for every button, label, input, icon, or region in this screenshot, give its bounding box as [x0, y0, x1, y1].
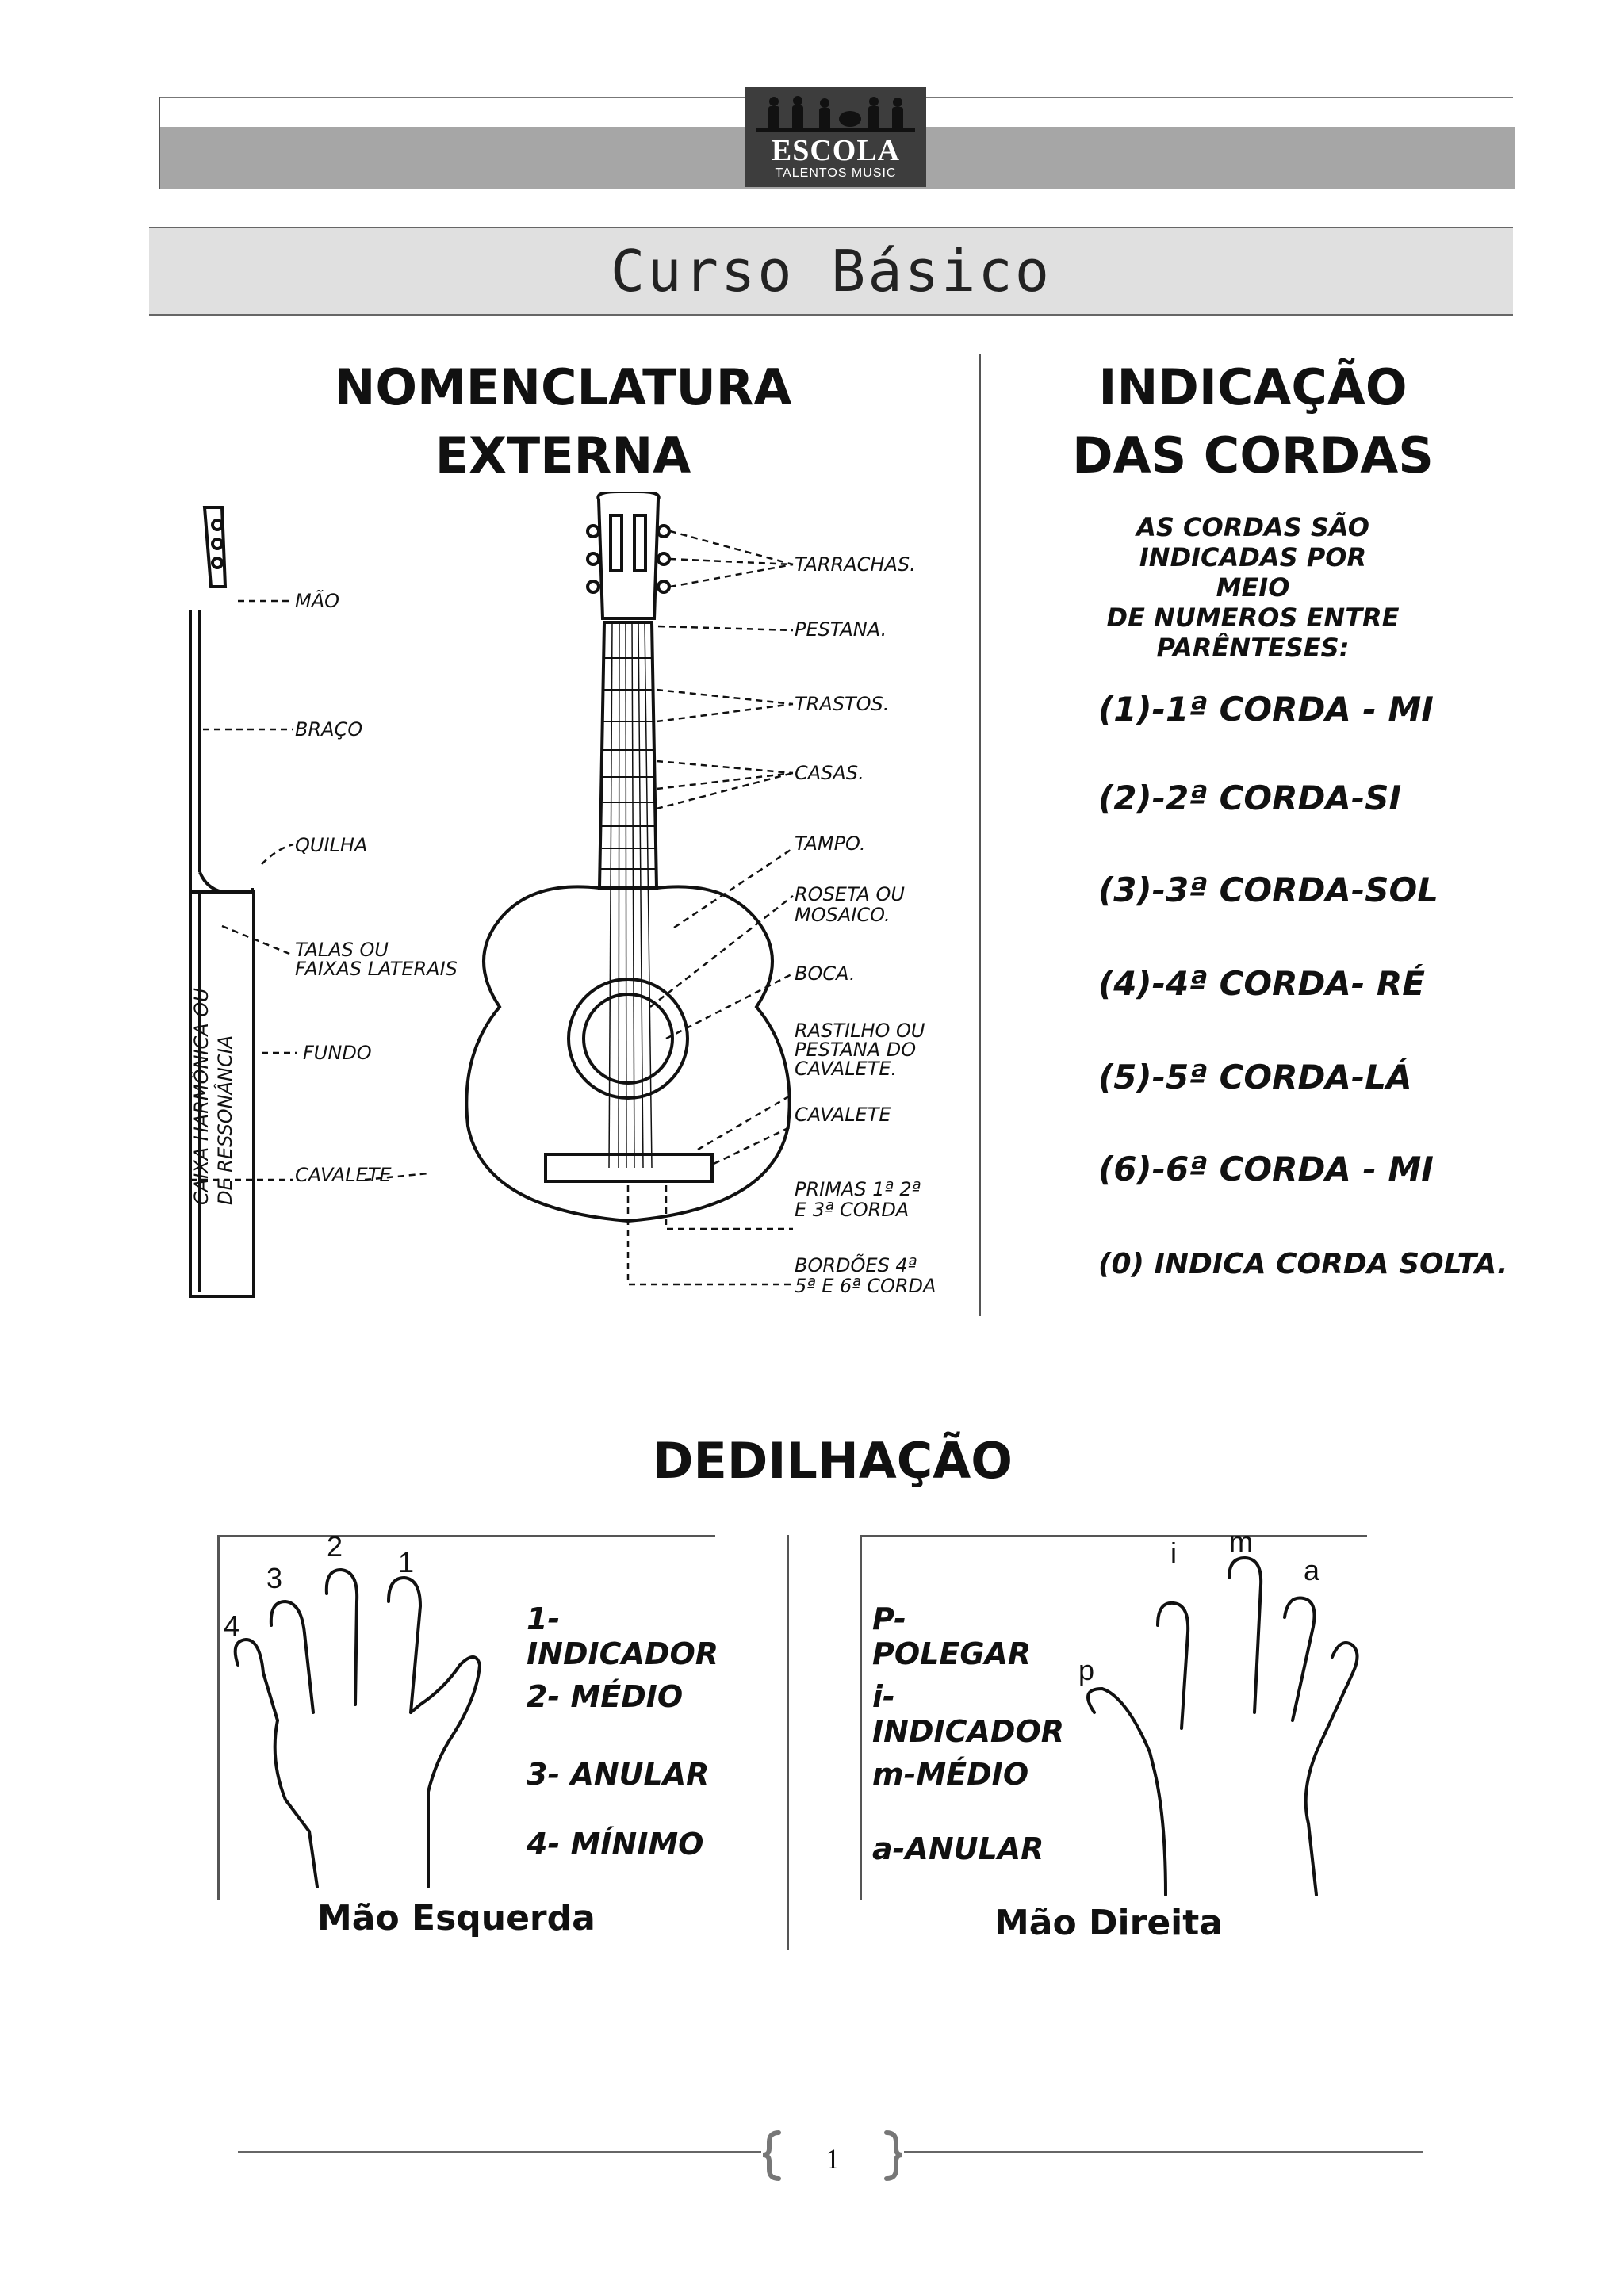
string-item: (6)-6ª CORDA - MI	[1098, 1150, 1434, 1188]
label-casas: CASAS.	[795, 762, 864, 784]
strings-intro: AS CORDAS SÃO INDICADAS POR MEIO DE NUME…	[1102, 512, 1404, 663]
label-mao: MÃO	[295, 588, 339, 612]
right-finger-letters: p i m a	[1078, 1522, 1364, 1686]
label-cavalete: CAVALETE	[795, 1104, 891, 1126]
finger-number-2: 2	[327, 1530, 343, 1563]
left-legend-item: 1- INDICADOR	[527, 1601, 719, 1671]
strings	[608, 622, 653, 1169]
left-legend-item: 3- ANULAR	[527, 1757, 710, 1792]
nomenclature-heading-line1: NOMENCLATURA	[334, 358, 792, 416]
finger-letter-m: m	[1229, 1525, 1253, 1558]
label-roseta: ROSETA OU	[795, 883, 905, 905]
label-trastos: TRASTOS.	[795, 693, 889, 715]
nomenclature-heading: NOMENCLATURA EXTERNA	[238, 354, 888, 490]
label-rastilho: RASTILHO OU	[795, 1020, 925, 1042]
label-braco: BRAÇO	[295, 718, 362, 740]
left-hand-left-rule	[217, 1535, 220, 1900]
label-pestana-do: PESTANA DO	[795, 1039, 916, 1061]
footer-right-rule	[904, 2151, 1423, 2153]
label-primas: PRIMAS 1ª 2ª	[795, 1178, 921, 1200]
right-hand-left-rule	[860, 1535, 862, 1900]
left-hand-caption: Mão Esquerda	[317, 1898, 596, 1938]
label-primas-2: E 3ª CORDA	[795, 1199, 909, 1221]
string-item: (4)-4ª CORDA- RÉ	[1098, 964, 1425, 1003]
string-item: (1)-1ª CORDA - MI	[1098, 690, 1434, 729]
body-label-line1: CAIXA HARMÔNICA OU	[189, 988, 213, 1205]
finger-number-4: 4	[224, 1609, 240, 1642]
string-item: (5)-5ª CORDA-LÁ	[1098, 1058, 1412, 1096]
strings-intro-line2: INDICADAS POR MEIO	[1139, 542, 1367, 603]
label-bordoes: BORDÕES 4ª	[795, 1253, 917, 1276]
strings-heading: INDICAÇÃO DAS CORDAS	[1023, 354, 1483, 490]
label-tarrachas: TARRACHAS.	[795, 553, 916, 576]
finger-letter-i: i	[1170, 1536, 1177, 1569]
strings-list: (1)-1ª CORDA - MI (2)-2ª CORDA-SI (3)-3ª…	[1098, 690, 1511, 1292]
finger-number-1: 1	[398, 1546, 415, 1578]
fingering-heading: DEDILHAÇÃO	[653, 1432, 1013, 1490]
right-hand-top-rule	[860, 1535, 1367, 1537]
label-boca: BOCA.	[795, 962, 856, 985]
left-hand-top-rule	[217, 1535, 715, 1537]
string-item-open: (0) INDICA CORDA SOLTA.	[1098, 1248, 1508, 1280]
finger-number-3: 3	[266, 1562, 283, 1594]
label-fundo: FUNDO	[303, 1042, 372, 1064]
footer-left-rule	[238, 2151, 761, 2153]
course-title: Curso Básico	[149, 227, 1513, 316]
label-pestana: PESTANA.	[795, 618, 887, 641]
right-legend-item: a-ANULAR	[872, 1831, 1044, 1866]
label-tampo: TAMPO.	[795, 832, 866, 855]
logo-subtitle: TALENTOS MUSIC	[775, 166, 897, 180]
strings-intro-line4: PARÊNTESES:	[1156, 633, 1350, 663]
school-logo: ESCOLA TALENTOS MUSIC	[745, 87, 926, 187]
guitar-side-view	[189, 506, 255, 1298]
right-legend-item: m-MÉDIO	[872, 1757, 1029, 1792]
finger-letter-a: a	[1304, 1554, 1320, 1586]
label-cavalete-side: CAVALETE	[295, 1164, 392, 1186]
body-label-line2: DE RESSONÂNCIA	[213, 1035, 236, 1205]
string-item: (2)-2ª CORDA-SI	[1098, 779, 1402, 817]
left-legend-item: 4- MÍNIMO	[527, 1827, 704, 1862]
page-number: 1	[825, 2143, 840, 2175]
strings-intro-line3: DE NUMEROS ENTRE	[1106, 603, 1400, 633]
page-number-brackets	[762, 2130, 903, 2181]
nomenclature-heading-line2: EXTERNA	[435, 427, 691, 484]
label-bordoes-2: 5ª E 6ª CORDA	[795, 1275, 936, 1297]
band-silhouette-icon	[756, 96, 915, 132]
left-hand-drawing	[233, 1567, 482, 1888]
logo-name: ESCOLA	[771, 134, 901, 167]
section-divider	[979, 354, 981, 1316]
label-quilha: QUILHA	[295, 834, 367, 856]
label-mosaico: MOSAICO.	[795, 904, 891, 926]
label-talas: TALAS OU	[295, 939, 389, 961]
right-legend-item: i-INDICADOR	[872, 1679, 1065, 1749]
right-legend-item: P-POLEGAR	[872, 1601, 1032, 1671]
label-cavalete-dot: CAVALETE.	[795, 1058, 897, 1080]
finger-letter-p: p	[1078, 1654, 1095, 1686]
left-legend-item: 2- MÉDIO	[527, 1679, 684, 1714]
strings-heading-line2: DAS CORDAS	[1072, 427, 1434, 484]
label-faixas: FAIXAS LATERAIS	[295, 958, 458, 980]
left-finger-numbers: 4 3 2 1	[222, 1530, 428, 1642]
hands-divider	[787, 1535, 789, 1950]
left-hand-legend: 1- INDICADOR 2- MÉDIO 3- ANULAR 4- MÍNIM…	[527, 1601, 719, 1871]
guitar-front-view	[465, 492, 791, 1223]
strings-intro-line1: AS CORDAS SÃO	[1136, 512, 1369, 542]
right-hand-legend: P-POLEGAR i-INDICADOR m-MÉDIO a-ANULAR	[872, 1601, 1065, 1871]
right-hand-drawing	[1086, 1556, 1359, 1896]
guitar-diagram: CAIXA HARMÔNICA OU DE RESSONÂNCIA MÃO BR…	[189, 492, 936, 1298]
strings-heading-line1: INDICAÇÃO	[1098, 358, 1408, 416]
string-item: (3)-3ª CORDA-SOL	[1098, 871, 1438, 909]
right-hand-caption: Mão Direita	[994, 1903, 1223, 1943]
